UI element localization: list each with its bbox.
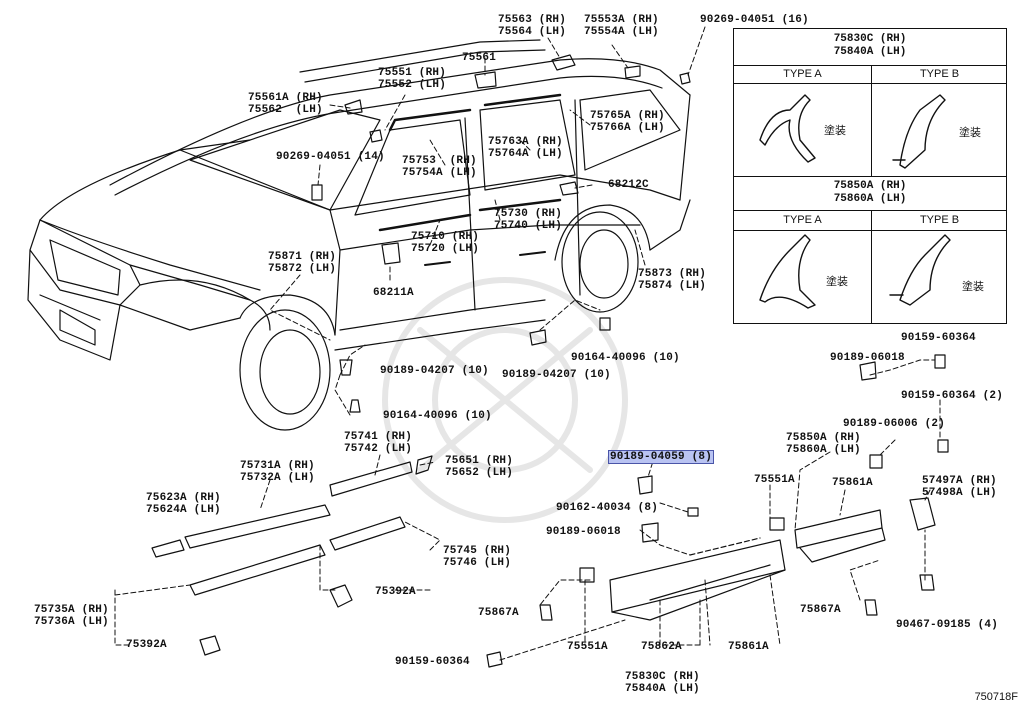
label-75551: 75551 (RH) 75552 (LH) xyxy=(378,67,447,91)
label-75850a: 75850A (RH) 75860A (LH) xyxy=(786,432,861,456)
label-90269-04051-14: 90269-04051 (14) xyxy=(276,151,385,163)
inset-top-type-row: TYPE A TYPE B xyxy=(734,66,1006,84)
label-75623a: 75623A (RH) 75624A (LH) xyxy=(146,492,221,516)
label-75830c-bottom: 75830C (RH) 75840A (LH) xyxy=(625,671,700,695)
label-75392a-mid: 75392A xyxy=(375,586,416,598)
moulding-detail-inset: 75830C (RH) 75840A (LH) TYPE A TYPE B 塗装… xyxy=(733,28,1007,324)
label-75861a-bottom: 75861A xyxy=(728,641,769,653)
inset-bottom-type-b: TYPE B xyxy=(919,214,960,226)
label-90159-60364-bottom: 90159-60364 xyxy=(395,656,470,668)
label-75867a-right: 75867A xyxy=(800,604,841,616)
label-75867a-left: 75867A xyxy=(478,607,519,619)
label-75873: 75873 (RH) 75874 (LH) xyxy=(638,268,707,292)
label-75862a: 75862A xyxy=(641,641,682,653)
label-68211a: 68211A xyxy=(373,287,414,299)
label-90269-04051-16: 90269-04051 (16) xyxy=(700,14,809,26)
inset-divider-bottom xyxy=(871,211,872,323)
label-75741: 75741 (RH) 75742 (LH) xyxy=(344,431,413,455)
inset-bottom-type-row: TYPE A TYPE B xyxy=(734,211,1006,231)
side-moulding-strips xyxy=(151,455,936,621)
paint-label-3: 塗装 xyxy=(826,275,848,288)
label-75561: 75561 xyxy=(462,52,497,64)
label-75563: 75563 (RH) 75564 (LH) xyxy=(498,14,567,38)
label-75871: 75871 (RH) 75872 (LH) xyxy=(268,251,337,275)
inset-bottom-title: 75850A (RH) 75860A (LH) xyxy=(833,180,907,205)
label-57497a: 57497A (RH) 57498A (LH) xyxy=(922,475,997,499)
inset-top-drawings: 塗装 塗装 xyxy=(734,84,1006,177)
label-90162-40034: 90162-40034 (8) xyxy=(556,502,659,514)
label-90159-60364-top: 90159-60364 xyxy=(901,332,976,344)
label-75735a: 75735A (RH) 75736A (LH) xyxy=(34,604,109,628)
label-90189-06006-2: 90189-06006 (2) xyxy=(843,418,946,430)
door-moulding xyxy=(378,198,562,232)
label-75551a-right: 75551A xyxy=(754,474,795,486)
inset-top-title: 75830C (RH) 75840A (LH) xyxy=(833,33,907,58)
label-90189-06018-center: 90189-06018 xyxy=(546,526,621,538)
label-90189-04207-left: 90189-04207 (10) xyxy=(380,365,489,377)
label-75551a-bottom: 75551A xyxy=(567,641,608,653)
inset-top-type-a: TYPE A xyxy=(783,68,822,80)
label-90189-06018-right: 90189-06018 xyxy=(830,352,905,364)
label-90467-09185: 90467-09185 (4) xyxy=(896,619,999,631)
label-75753: 75753 (RH) 75754A (LH) xyxy=(402,155,477,179)
watermark-emblem xyxy=(382,277,628,523)
inset-divider-top xyxy=(871,66,872,177)
label-90164-40096-mid: 90164-40096 (10) xyxy=(571,352,680,364)
inset-top-type-b: TYPE B xyxy=(919,68,960,80)
roof-rail xyxy=(299,39,541,73)
label-75730: 75730 (RH) 75740 (LH) xyxy=(494,208,563,232)
car-body-illustration xyxy=(27,39,691,431)
part-glyphs xyxy=(199,567,935,668)
paint-label-1: 塗装 xyxy=(824,124,846,137)
label-75763a: 75763A (RH) 75764A (LH) xyxy=(488,136,563,160)
label-90159-60364-2: 90159-60364 (2) xyxy=(901,390,1004,402)
leader-lines xyxy=(269,26,706,416)
label-75553a: 75553A (RH) 75554A (LH) xyxy=(584,14,659,38)
fastener-clips xyxy=(339,317,949,543)
label-75392a-bottom: 75392A xyxy=(126,639,167,651)
label-90189-04207-mid: 90189-04207 (10) xyxy=(502,369,611,381)
paint-label-2: 塗装 xyxy=(959,126,981,139)
label-75710: 75710 (RH) 75720 (LH) xyxy=(411,231,480,255)
paint-label-4: 塗装 xyxy=(962,280,984,293)
label-75765a: 75765A (RH) 75766A (LH) xyxy=(590,110,665,134)
inset-top-header: 75830C (RH) 75840A (LH) xyxy=(734,29,1006,66)
label-75745: 75745 (RH) 75746 (LH) xyxy=(443,545,512,569)
label-90164-40096-left: 90164-40096 (10) xyxy=(383,410,492,422)
label-75651: 75651 (RH) 75652 (LH) xyxy=(445,455,514,479)
inset-section-drawings xyxy=(759,94,951,309)
label-75561a: 75561A (RH) 75562 (LH) xyxy=(248,92,323,116)
label-75731a: 75731A (RH) 75732A (LH) xyxy=(240,460,315,484)
inset-bottom-type-a: TYPE A xyxy=(783,214,822,226)
label-90189-04059-highlighted[interactable]: 90189-04059 (8) xyxy=(607,450,715,464)
inset-bottom-header: 75850A (RH) 75860A (LH) xyxy=(734,177,1006,211)
label-68212c: 68212C xyxy=(608,179,649,191)
diagram-reference-code: 750718F xyxy=(974,691,1018,703)
label-75861a-right: 75861A xyxy=(832,477,873,489)
